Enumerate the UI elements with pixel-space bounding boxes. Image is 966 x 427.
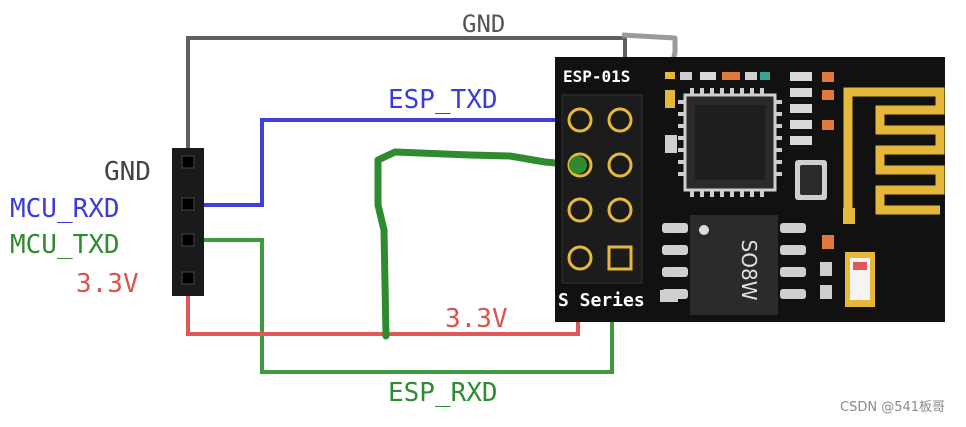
header-pin-rxd bbox=[181, 197, 195, 211]
antenna-trace bbox=[843, 87, 945, 215]
label-esp-txd: ESP_TXD bbox=[388, 85, 498, 115]
label-mcu-rxd: MCU_RXD bbox=[10, 194, 120, 224]
en-wire-end bbox=[569, 156, 587, 174]
main-chip-pins bbox=[678, 88, 782, 197]
header-pin-txd bbox=[181, 233, 195, 247]
label-3v3-bottom: 3.3V bbox=[445, 304, 508, 334]
mcu-header bbox=[172, 148, 204, 296]
esp-pin bbox=[567, 197, 593, 223]
watermark: CSDN @541板哥 bbox=[840, 400, 945, 415]
txd-wire bbox=[188, 118, 580, 207]
module-model-label: ESP-01S bbox=[563, 67, 630, 86]
header-pin-gnd bbox=[181, 155, 195, 169]
esp-pin-grid bbox=[567, 107, 633, 271]
smd-components bbox=[660, 72, 875, 307]
esp-pin bbox=[607, 152, 633, 178]
label-gnd-left: GND bbox=[104, 157, 151, 187]
esp-pin bbox=[567, 245, 593, 271]
esp-pin bbox=[607, 197, 633, 223]
header-pin-3v3 bbox=[181, 271, 195, 285]
rxd-wire bbox=[188, 238, 614, 374]
label-mcu-txd: MCU_TXD bbox=[10, 230, 120, 260]
module-series-label: S Series bbox=[558, 290, 645, 311]
esp-pin bbox=[567, 107, 593, 133]
esp-pin bbox=[607, 107, 633, 133]
flash-chip-label: SO8W bbox=[737, 240, 761, 301]
esp-pin-square bbox=[607, 245, 633, 271]
label-3v3-left: 3.3V bbox=[76, 269, 139, 299]
en-wire bbox=[374, 148, 582, 340]
label-gnd-top: GND bbox=[462, 10, 505, 38]
esp01s-module: SO8W bbox=[555, 57, 945, 322]
label-esp-rxd: ESP_RXD bbox=[388, 378, 498, 408]
